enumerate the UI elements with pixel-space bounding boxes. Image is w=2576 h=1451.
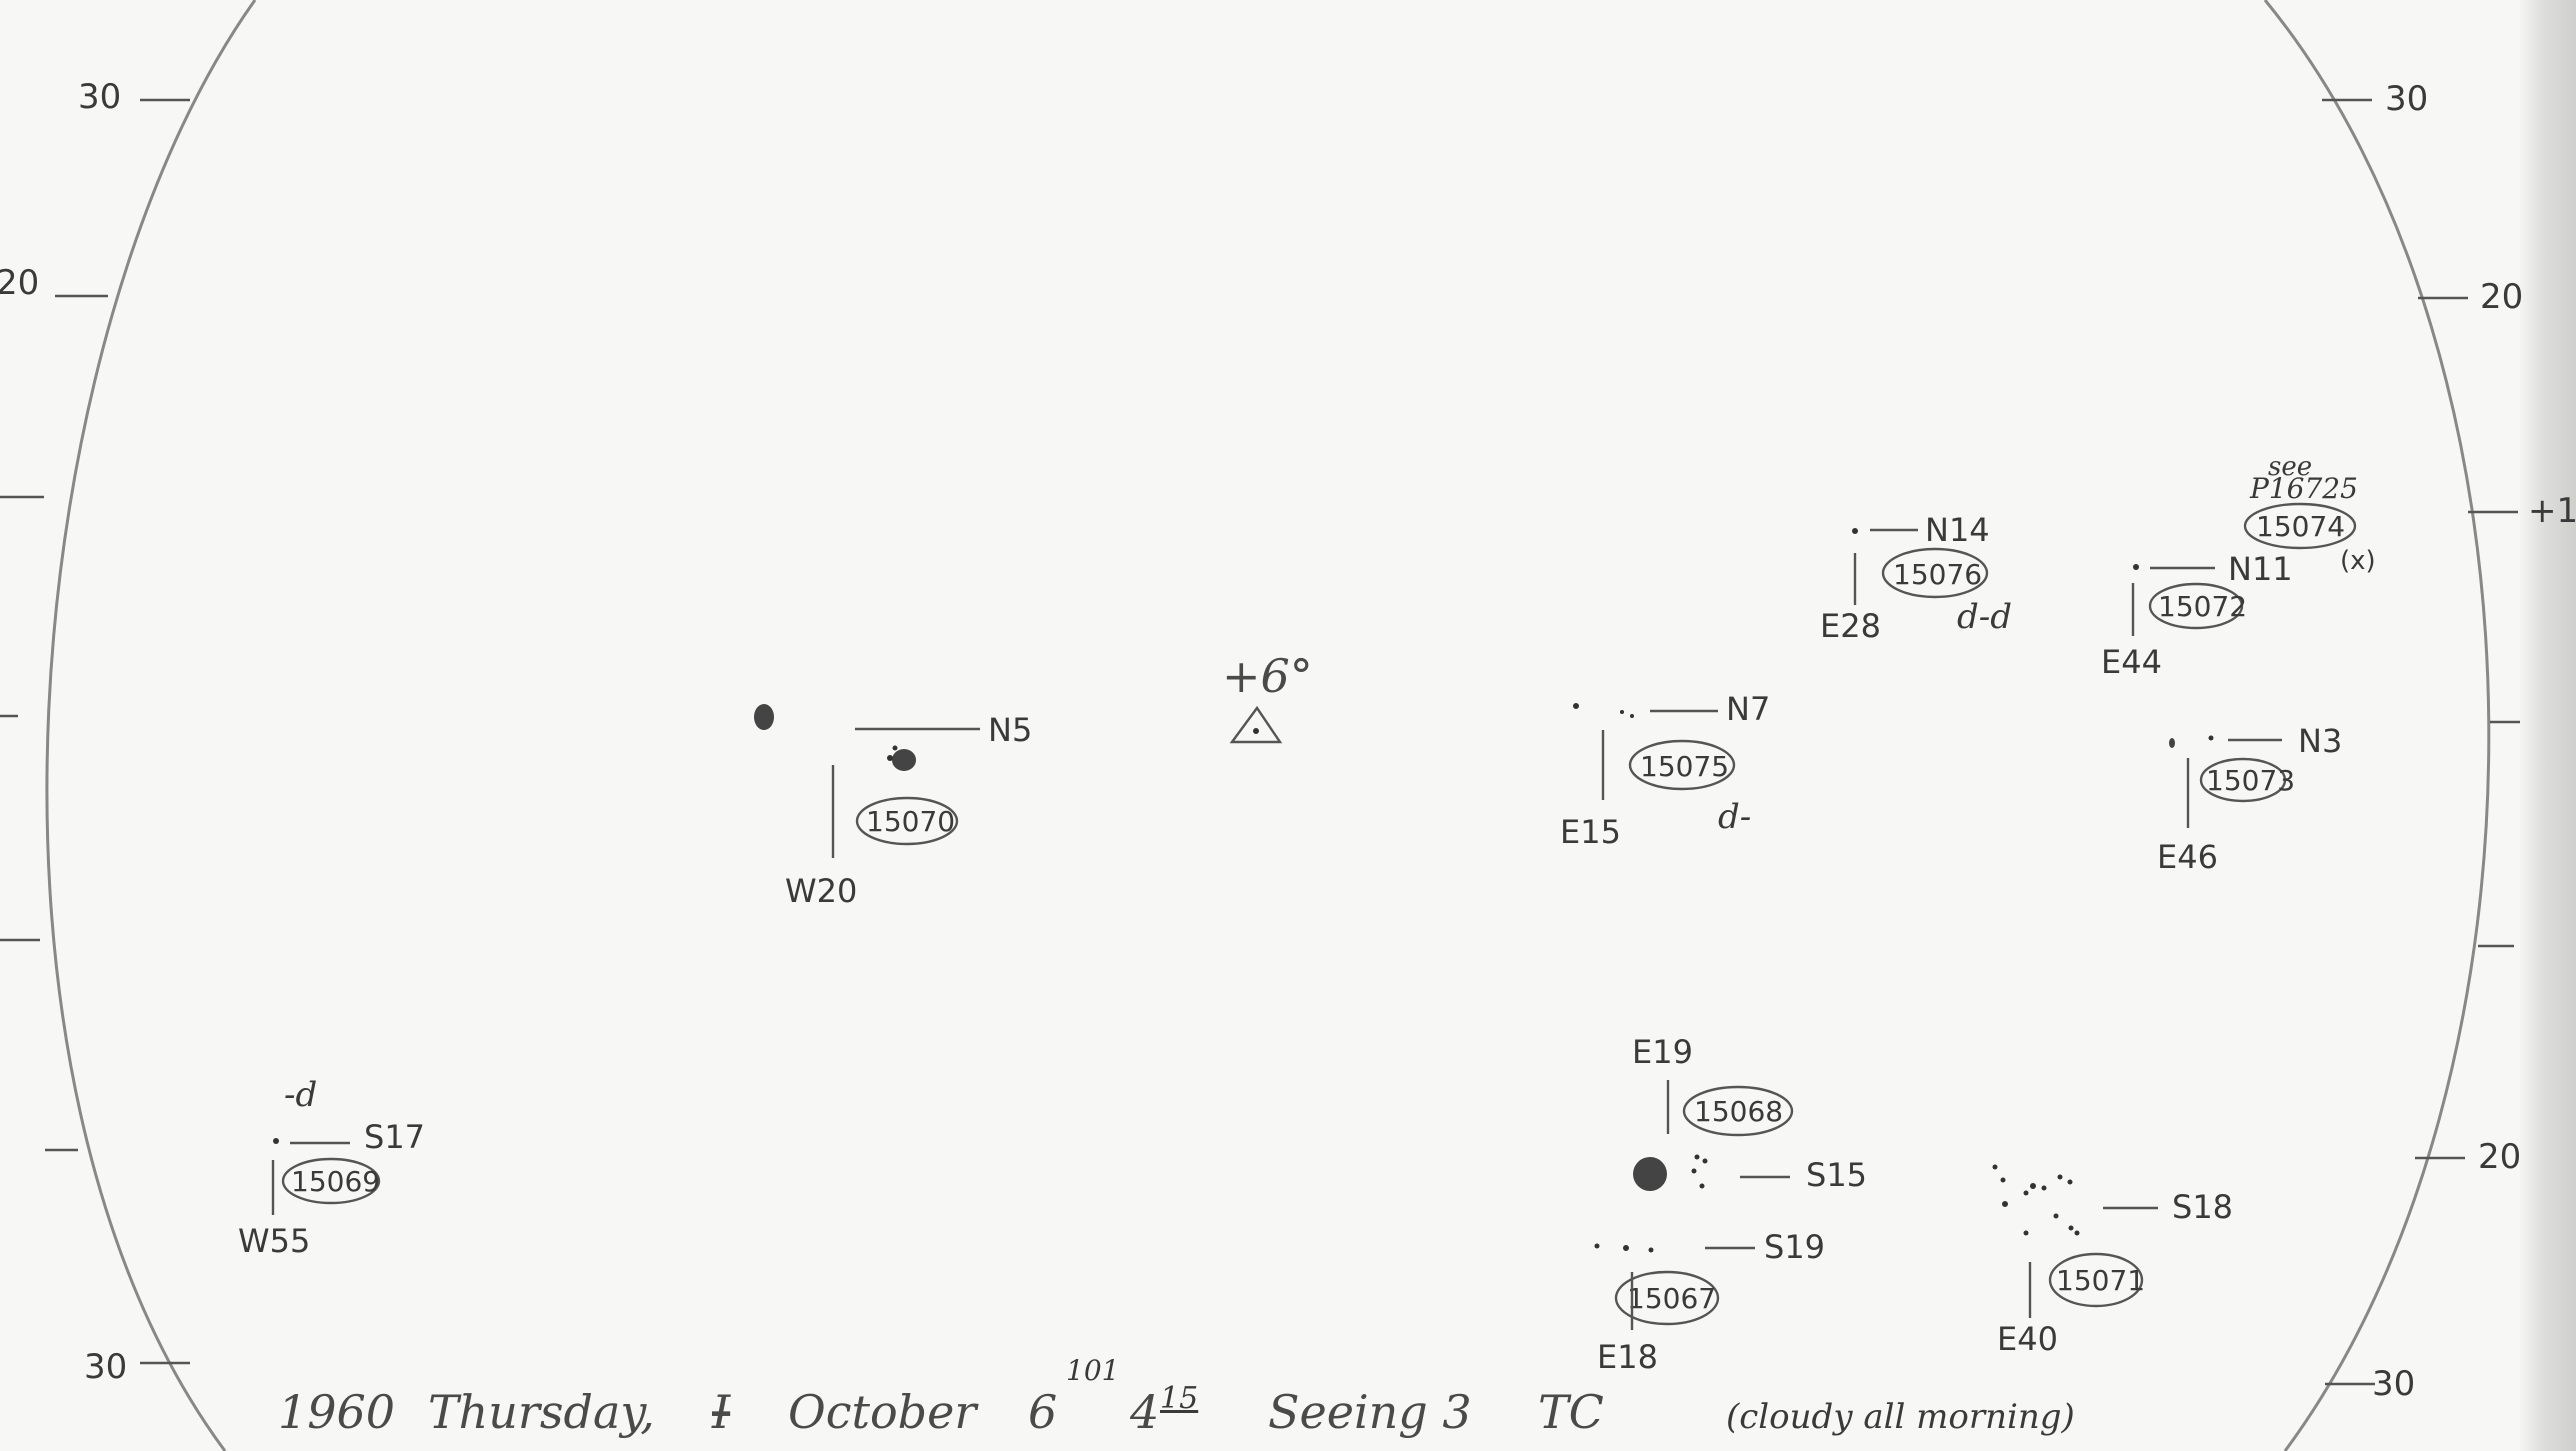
right-tick-label: 20 xyxy=(2480,277,2523,317)
left-tick-label: 30 xyxy=(78,77,121,117)
longitude-label: W20 xyxy=(785,872,857,910)
right-tick-label: 30 xyxy=(2385,79,2428,119)
activity-note: d-d xyxy=(1957,597,2012,637)
latitude-label: N7 xyxy=(1726,690,1770,728)
right-tick-label: 20 xyxy=(2478,1137,2521,1177)
longitude-label: E18 xyxy=(1597,1338,1658,1376)
right-tick-label: +1 xyxy=(2528,491,2576,531)
plate-reference: P16725 xyxy=(2249,472,2358,505)
region-number: 15068 xyxy=(1694,1095,1783,1128)
region-15068: E19 15068 S15 xyxy=(1632,1033,1867,1194)
region-flag: (x) xyxy=(2340,546,2376,576)
region-15075: N7 15075 d- E15 xyxy=(1560,690,1770,851)
footer-day: 6 xyxy=(1028,1385,1057,1439)
center-triangle-icon xyxy=(1229,705,1283,744)
footer-month: October xyxy=(788,1385,979,1439)
region-15072: N11 15072 E44 xyxy=(2101,550,2293,681)
paper-edge-shadow xyxy=(2520,0,2576,1451)
longitude-label: E19 xyxy=(1632,1033,1693,1071)
region-number: 15075 xyxy=(1640,750,1729,783)
region-number-oval xyxy=(2048,1252,2144,1308)
region-number: 15073 xyxy=(2206,764,2295,797)
region-number-oval xyxy=(1682,1085,1794,1137)
solar-limb-right xyxy=(2263,0,2491,1451)
region-number-oval xyxy=(281,1157,381,1205)
latitude-label: N14 xyxy=(1925,511,1990,549)
region-15076: N14 15076 d-d E28 xyxy=(1820,511,2012,645)
region-number-oval xyxy=(2199,757,2287,803)
footer-observer: TC xyxy=(1538,1385,1604,1439)
latitude-label: S15 xyxy=(1806,1156,1867,1194)
longitude-label: E46 xyxy=(2157,838,2218,876)
longitude-label: E40 xyxy=(1997,1320,2058,1358)
region-15067: S19 15067 E18 xyxy=(1594,1228,1825,1376)
region-15073: N3 15073 E46 xyxy=(2157,722,2342,876)
sunspot xyxy=(1633,1157,1667,1191)
longitude-label: E28 xyxy=(1820,607,1881,645)
footer-time: 4 xyxy=(1129,1385,1159,1439)
footer-year: 1960 xyxy=(278,1385,395,1439)
longitude-label: E44 xyxy=(2101,643,2162,681)
right-tick-label: 30 xyxy=(2372,1364,2415,1404)
see-note: see xyxy=(2268,452,2312,482)
region-number: 15071 xyxy=(2056,1264,2145,1297)
region-number: 15067 xyxy=(1627,1282,1716,1315)
svg-text:I: I xyxy=(711,1385,731,1439)
left-tick-label: 20 xyxy=(0,263,39,303)
footer-day-superscript: 101 xyxy=(1066,1354,1119,1387)
latitude-label: S18 xyxy=(2172,1188,2233,1226)
activity-note: -d xyxy=(284,1075,317,1115)
region-15071: S18 15071 E40 xyxy=(1992,1164,2233,1358)
longitude-label: E15 xyxy=(1560,813,1621,851)
footer-seeing: Seeing 3 xyxy=(1268,1385,1472,1439)
region-number-oval xyxy=(2148,582,2244,630)
footer-time-superscript: 15 xyxy=(1160,1381,1198,1416)
region-number: 15076 xyxy=(1893,558,1982,591)
observation-footer: 1960 Thursday, I October 6 101 4 15 Seei… xyxy=(278,1354,2075,1439)
latitude-label: S17 xyxy=(364,1118,425,1156)
right-latitude-scale: 30 20 +1 20 30 xyxy=(2322,79,2576,1404)
solar-limb-left xyxy=(45,0,257,1451)
region-number: 15069 xyxy=(291,1165,380,1198)
latitude-label: N11 xyxy=(2228,550,2293,588)
region-number: 15074 xyxy=(2256,510,2345,543)
region-15069: -d S17 15069 W55 xyxy=(238,1075,425,1260)
region-number-oval xyxy=(2243,502,2357,550)
longitude-label: W55 xyxy=(238,1222,310,1260)
left-latitude-scale: 30 20 30 xyxy=(0,77,190,1387)
activity-note: d- xyxy=(1718,797,1751,837)
footer-weekday: Thursday, xyxy=(428,1385,655,1439)
region-15074: see P16725 15074 (x) xyxy=(2243,452,2376,576)
region-number-oval xyxy=(1628,739,1736,791)
latitude-label: N5 xyxy=(988,711,1032,749)
region-number-oval xyxy=(1614,1270,1720,1326)
region-number-oval xyxy=(855,796,959,846)
region-number: 15070 xyxy=(866,805,955,838)
sunspot xyxy=(892,749,916,771)
disk-center-marker: +6° xyxy=(1222,649,1313,744)
region-number-oval xyxy=(1881,547,1989,599)
sunspot xyxy=(754,704,774,730)
region-number: 15072 xyxy=(2158,590,2247,623)
center-position-angle: +6° xyxy=(1222,649,1313,703)
left-tick-label: 30 xyxy=(84,1347,127,1387)
latitude-label: N3 xyxy=(2298,722,2342,760)
latitude-label: S19 xyxy=(1764,1228,1825,1266)
footer-remark: (cloudy all morning) xyxy=(1726,1397,2075,1437)
region-15070: N5 15070 W20 xyxy=(754,704,1032,910)
